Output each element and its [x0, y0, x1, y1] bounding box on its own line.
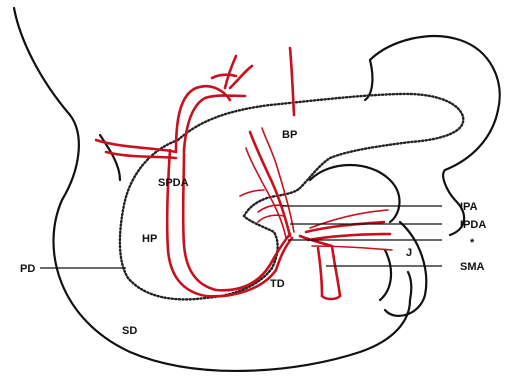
- label-spda: SPDA: [158, 177, 189, 189]
- jejunum-loop-3: [380, 250, 391, 300]
- duodenum-outline: [14, 8, 411, 371]
- inferior-pancreatic-artery-3: [246, 148, 286, 238]
- pancreas-body-outline: [178, 94, 463, 188]
- stomach-inner-outline: [365, 60, 372, 100]
- label-pd: PD: [20, 263, 35, 275]
- gastroduodenal-artery-branch: [184, 96, 245, 151]
- pancreas-head-outline: [120, 140, 278, 299]
- label-sma: SMA: [460, 261, 485, 273]
- label-td: TD: [270, 278, 285, 290]
- jejunum-loop-1: [310, 165, 399, 222]
- right-gastroepiploic-branch-3: [212, 75, 236, 78]
- sma-trunk-left: [318, 248, 322, 296]
- label-j: J: [406, 247, 412, 259]
- sma-trunk-right: [332, 246, 340, 296]
- label-ipa: IPA: [460, 201, 478, 213]
- right-gastroepiploic-branch-2: [230, 66, 252, 88]
- ipa-branch-3: [240, 190, 264, 196]
- vertical-vessel-right: [290, 48, 294, 115]
- jejunal-branch-4: [312, 246, 392, 250]
- label-ipda: IPDA: [460, 219, 486, 231]
- label-hp: HP: [142, 233, 157, 245]
- stomach-outline: [370, 36, 500, 235]
- label-sd: SD: [122, 325, 137, 337]
- duodenal-branch-lower: [106, 152, 176, 158]
- label-asterisk: *: [470, 237, 475, 249]
- sma-trunk-bottom: [322, 296, 340, 299]
- label-bp: BP: [282, 129, 297, 141]
- jejunal-branch-2: [308, 234, 390, 240]
